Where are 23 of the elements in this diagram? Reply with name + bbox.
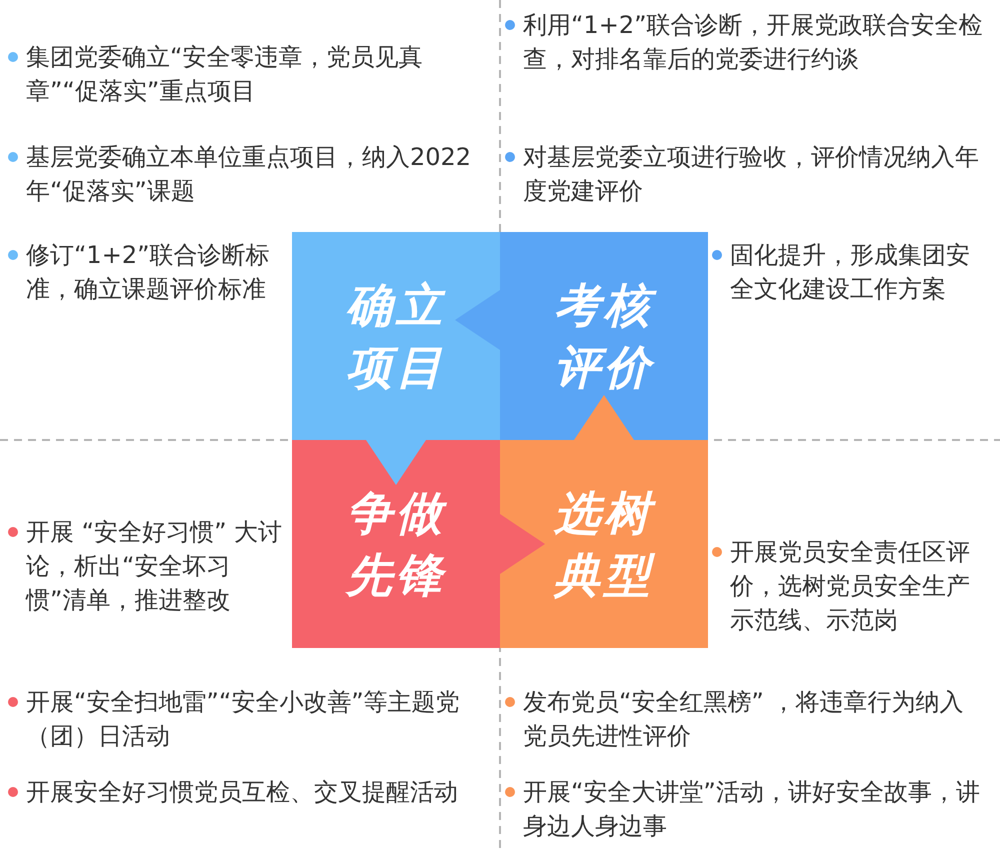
quadrant-title: 确立项目 bbox=[345, 277, 447, 396]
quadrant-title: 选树典型 bbox=[552, 485, 657, 604]
quadrant-title: 争做先锋 bbox=[344, 485, 448, 604]
bullet-text: 开展党员安全责任区评价，选树党员安全生产示范线、示范岗 bbox=[730, 537, 971, 636]
quadrant-block bbox=[500, 440, 708, 648]
bullet-text: 修订“1+2”联合诊断标准，确立课题评价标准 bbox=[26, 240, 271, 305]
quadrant-block bbox=[292, 232, 500, 440]
bullet-text: 基层党委确立本单位重点项目，纳入2022年“促落实”课题 bbox=[26, 142, 472, 207]
bullet-text: 发布党员“安全红黑榜” ，将违章行为纳入党员先进性评价 bbox=[523, 687, 964, 752]
bullet-text: 利用“1+2”联合诊断，开展党政联合安全检查，对排名靠后的党委进行约谈 bbox=[523, 10, 984, 75]
quadrant-title: 考核评价 bbox=[549, 274, 659, 398]
bullet-text: 集团党委确立“安全零违章，党员见真章”“促落实”重点项目 bbox=[26, 42, 424, 107]
arrow bbox=[574, 395, 634, 440]
bullet-text: 开展“安全大讲堂”活动，讲好安全故事，讲身边人身边事 bbox=[523, 777, 981, 842]
quadrant-block bbox=[292, 440, 500, 648]
bullet-text: 开展 “安全好习惯” 大讨论，析出“安全坏习惯”清单，推进整改 bbox=[26, 517, 284, 616]
bullet-text: 开展安全好习惯党员互检、交叉提醒活动 bbox=[26, 777, 458, 808]
bullet-text: 开展“安全扫地雷”“安全小改善”等主题党（团）日活动 bbox=[26, 687, 461, 752]
bullet-text: 固化提升，形成集团安全文化建设工作方案 bbox=[730, 240, 971, 305]
quadrant-block bbox=[500, 232, 708, 440]
arrow bbox=[366, 440, 426, 485]
bullet-text: 对基层党委立项进行验收，评价情况纳入年度党建评价 bbox=[523, 142, 980, 207]
arrow bbox=[500, 514, 545, 574]
